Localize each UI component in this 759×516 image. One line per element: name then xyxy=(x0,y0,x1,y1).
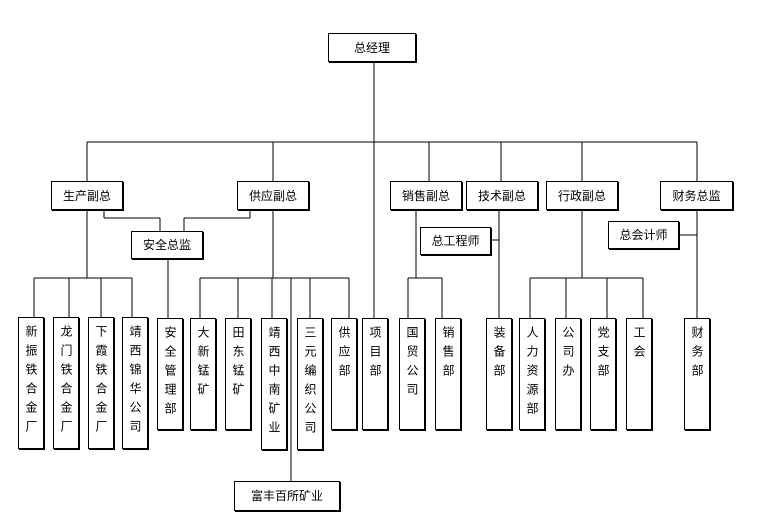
unit-daxin-label: 大新锰矿 xyxy=(196,326,210,402)
safety-director-box: 安全总监 xyxy=(131,231,203,259)
unit-jingxi-jinhua-label: 靖西锦华公司 xyxy=(128,325,142,439)
unit-project-dept-label: 项目部 xyxy=(368,326,382,383)
finance-director-box: 财务总监 xyxy=(660,181,733,210)
unit-sales-dept-label: 销售部 xyxy=(441,326,455,383)
chief-engineer-box: 总工程师 xyxy=(420,227,491,255)
production-vp-box: 生产副总 xyxy=(51,181,123,210)
admin-vp-label: 行政副总 xyxy=(557,188,606,203)
unit-hr-dept-label: 人力资源部 xyxy=(525,326,539,421)
ceo-label: 总经理 xyxy=(353,40,390,55)
unit-equipment-dept: 装备部 xyxy=(486,318,512,430)
unit-xinzhen: 新振铁合金厂 xyxy=(18,317,44,449)
unit-jingxi-zhongnan: 靖西中南矿业 xyxy=(261,318,287,450)
safety-director-label: 安全总监 xyxy=(142,238,191,252)
unit-tiandong-label: 田东锰矿 xyxy=(231,326,245,402)
unit-jingxi-zhongnan-label: 靖西中南矿业 xyxy=(267,326,281,440)
tech-vp-box: 技术副总 xyxy=(466,181,538,210)
unit-jingxi-jinhua: 靖西锦华公司 xyxy=(122,317,148,449)
supply-vp-label: 供应副总 xyxy=(248,188,297,203)
unit-project-dept: 项目部 xyxy=(362,318,388,430)
unit-company-office-label: 公司办 xyxy=(561,326,575,383)
unit-sanyuan: 三元编织公司 xyxy=(297,318,323,450)
unit-xiaxia: 下霞铁合金厂 xyxy=(88,317,114,449)
chief-accountant-box: 总会计师 xyxy=(608,221,679,249)
unit-equipment-dept-label: 装备部 xyxy=(492,326,506,383)
unit-party-branch: 党支部 xyxy=(590,318,616,430)
unit-supply-dept-label: 供应部 xyxy=(337,326,351,383)
unit-tiandong: 田东锰矿 xyxy=(225,318,251,430)
unit-supply-dept: 供应部 xyxy=(331,318,357,430)
unit-daxin: 大新锰矿 xyxy=(190,318,216,430)
fufeng-label: 富丰百所矿业 xyxy=(250,489,323,503)
supply-vp-box: 供应副总 xyxy=(237,181,309,210)
unit-hr-dept: 人力资源部 xyxy=(519,318,545,430)
unit-safety-dept-label: 安全管理部 xyxy=(163,326,177,421)
unit-sanyuan-label: 三元编织公司 xyxy=(303,326,317,440)
unit-longmen-label: 龙门铁合金厂 xyxy=(59,325,73,439)
unit-finance-dept-label: 财务部 xyxy=(690,326,704,383)
unit-sales-dept: 销售部 xyxy=(435,318,461,430)
chief-engineer-label: 总工程师 xyxy=(431,234,480,248)
unit-union-label: 工会 xyxy=(632,326,646,364)
unit-xinzhen-label: 新振铁合金厂 xyxy=(24,325,38,439)
admin-vp-box: 行政副总 xyxy=(546,181,618,210)
production-vp-label: 生产副总 xyxy=(62,188,111,203)
unit-longmen: 龙门铁合金厂 xyxy=(53,317,79,449)
sales-vp-label: 销售副总 xyxy=(401,188,450,203)
finance-director-label: 财务总监 xyxy=(672,188,721,203)
fufeng-box: 富丰百所矿业 xyxy=(234,481,340,511)
unit-xiaxia-label: 下霞铁合金厂 xyxy=(94,325,108,439)
unit-company-office: 公司办 xyxy=(555,318,581,430)
sales-vp-box: 销售副总 xyxy=(390,181,462,210)
unit-union: 工会 xyxy=(626,318,652,430)
unit-party-branch-label: 党支部 xyxy=(596,326,610,383)
unit-guomao-label: 国贸公司 xyxy=(405,326,419,402)
unit-safety-dept: 安全管理部 xyxy=(157,318,183,430)
unit-guomao: 国贸公司 xyxy=(399,318,425,430)
ceo-box: 总经理 xyxy=(328,33,416,62)
chief-accountant-label: 总会计师 xyxy=(619,228,668,242)
tech-vp-label: 技术副总 xyxy=(477,188,526,203)
unit-finance-dept: 财务部 xyxy=(684,318,710,430)
